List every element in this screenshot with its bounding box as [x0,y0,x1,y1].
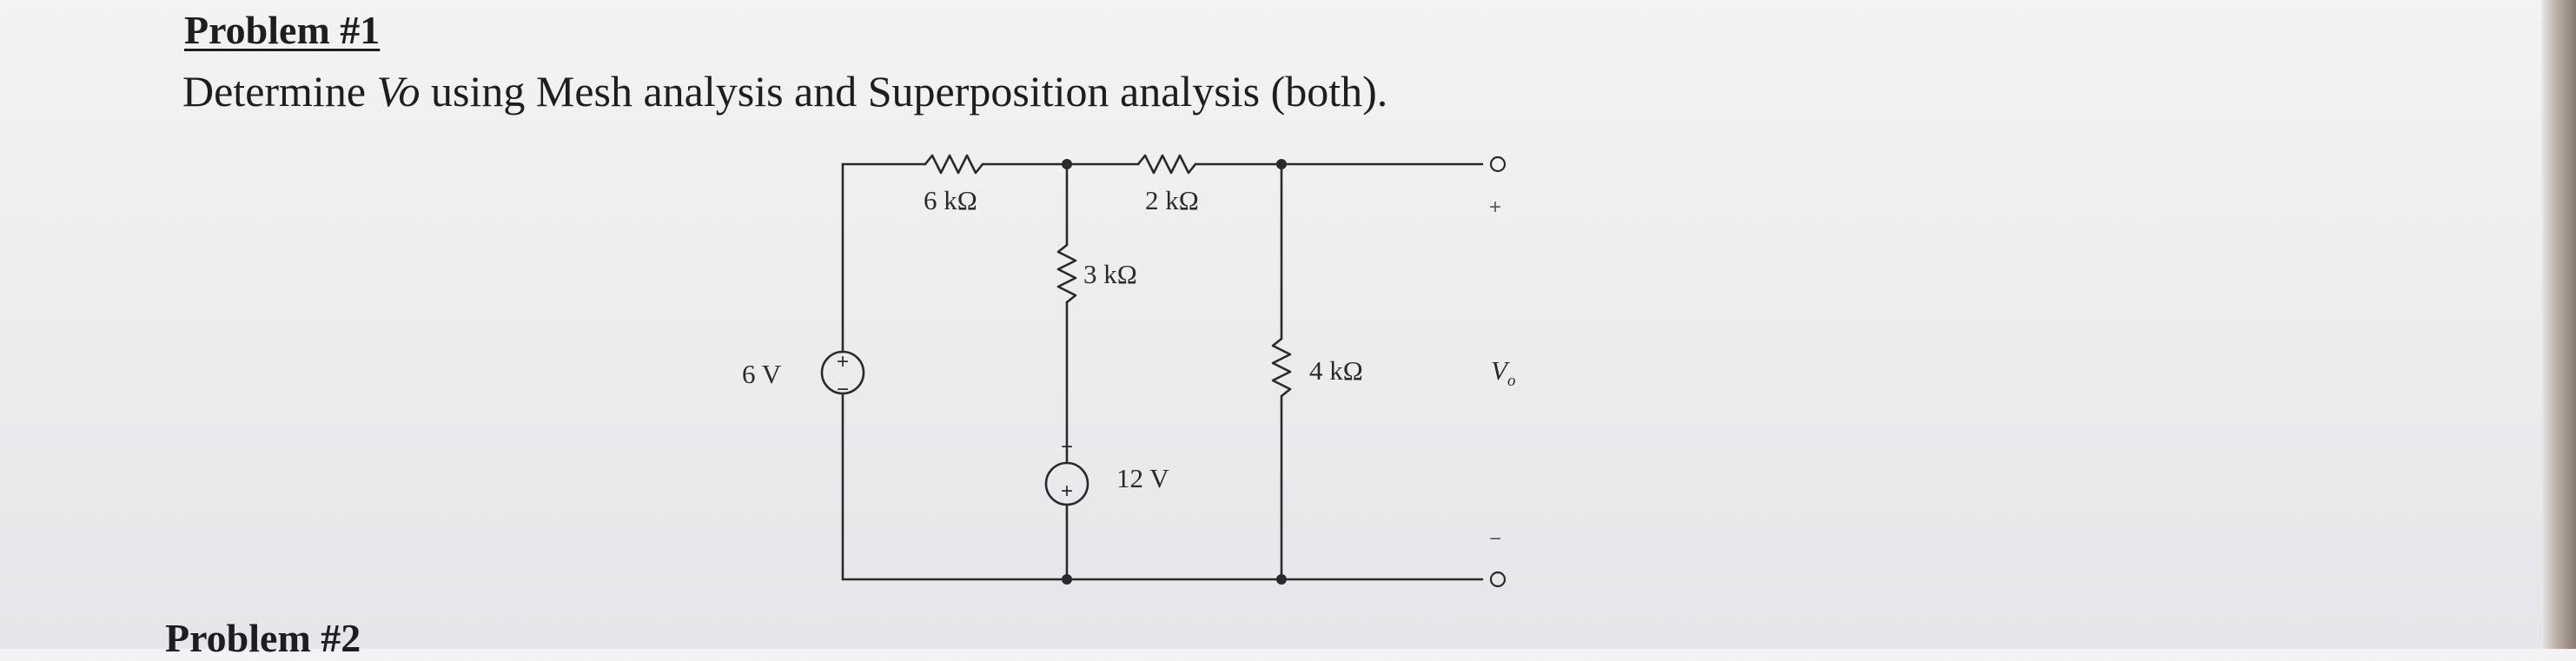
node-bottom-middle [1062,574,1072,585]
problem-2-heading: Problem #2 [165,616,361,660]
label-6k: 6 kΩ [924,185,977,215]
problem-1-heading: Problem #1 [184,8,381,52]
prompt-text-start: Determine [182,67,377,116]
source-12v-plus: + [1061,479,1073,503]
source-6v-plus: + [837,350,849,373]
resistor-4k-symbol [1271,337,1292,398]
source-12v-minus: − [1061,435,1073,459]
node-top-middle [1062,159,1072,169]
node-top-right [1276,159,1287,169]
prompt-variable: Vo [376,67,421,116]
label-vo-main: V [1491,355,1510,386]
label-vo: Vo [1491,355,1515,390]
output-terminal-bottom [1489,571,1507,588]
desk-edge [2541,0,2576,649]
label-6v: 6 V [742,359,782,389]
label-12v: 12 V [1116,463,1169,493]
prompt-text-end: using Mesh analysis and Superposition an… [420,67,1388,116]
resistor-2k-symbol [1136,154,1197,175]
resistor-6k-symbol [924,154,984,175]
output-minus: − [1489,527,1501,551]
label-vo-subscript: o [1507,372,1516,390]
label-2k: 2 kΩ [1145,185,1199,215]
problem-1-prompt: Determine Vo using Mesh analysis and Sup… [182,66,1387,116]
node-bottom-right [1276,574,1287,585]
source-6v-minus: − [837,378,849,401]
output-terminal-top [1489,155,1507,173]
label-4k: 4 kΩ [1309,355,1363,386]
output-plus: + [1489,195,1501,219]
label-3k: 3 kΩ [1083,259,1137,289]
resistor-3k-symbol [1056,243,1077,304]
